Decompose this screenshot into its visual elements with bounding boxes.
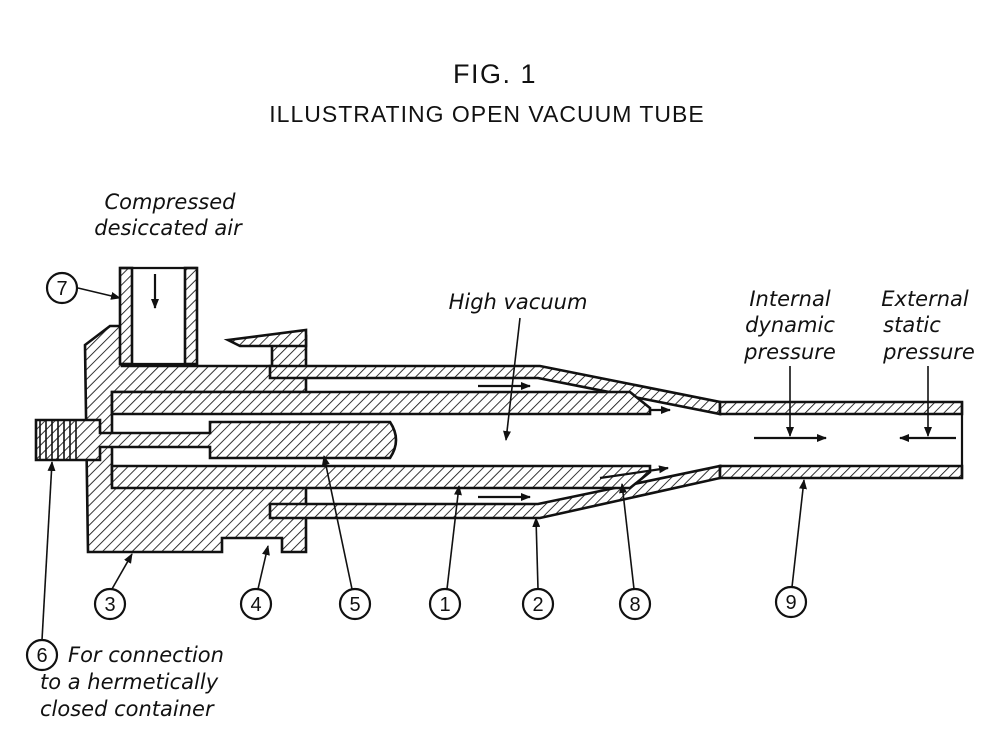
callout-5: 5 [321, 455, 372, 621]
note-6-line1: For connection [68, 643, 224, 667]
flow-arrows [151, 274, 956, 501]
callout-8: 8 [618, 483, 652, 621]
callout-1: 1 [428, 485, 462, 621]
figure-subtitle: ILLUSTRATING OPEN VACUUM TUBE [269, 101, 704, 127]
callout-3: 3 [93, 553, 133, 621]
external-pressure-label-line3: pressure [882, 340, 975, 364]
compressed-air-label-line2: desiccated air [94, 216, 243, 240]
compressed-air-label-line1: Compressed [105, 190, 237, 214]
inner-tube-part-1 [110, 390, 652, 490]
threaded-nozzle-part-6 [34, 418, 398, 462]
callout-8-number: 8 [629, 594, 640, 616]
callout-5-number: 5 [349, 594, 360, 616]
callout-1-number: 1 [439, 594, 450, 616]
outlet-tube-part-9 [718, 400, 964, 480]
callout-2-number: 2 [532, 594, 543, 616]
note-6-line2: to a hermetically [40, 670, 219, 694]
callout-9: 9 [774, 479, 808, 619]
air-inlet-pipe-part-7 [118, 266, 199, 366]
callout-4: 4 [239, 545, 273, 621]
figure-title: FIG. 1 [453, 59, 537, 89]
callout-2: 2 [521, 517, 555, 621]
callout-6: 6 [25, 461, 59, 672]
external-pressure-label-line2: static [883, 313, 941, 337]
callout-4-number: 4 [250, 594, 261, 616]
internal-pressure-label-line1: Internal [749, 287, 830, 311]
high-vacuum-leader [503, 317, 521, 441]
callout-3-number: 3 [104, 594, 115, 616]
callout-6-number: 6 [36, 645, 47, 667]
callout-9-number: 9 [785, 592, 796, 614]
internal-pressure-label-line2: dynamic [745, 313, 835, 337]
external-pressure-label-line1: External [881, 287, 969, 311]
callout-7-number: 7 [56, 278, 67, 300]
high-vacuum-label: High vacuum [449, 290, 588, 314]
internal-pressure-label-line3: pressure [743, 340, 836, 364]
callout-7: 7 [45, 271, 121, 305]
coupling-nut-part-4 [223, 328, 308, 348]
note-6-line3: closed container [40, 697, 215, 721]
